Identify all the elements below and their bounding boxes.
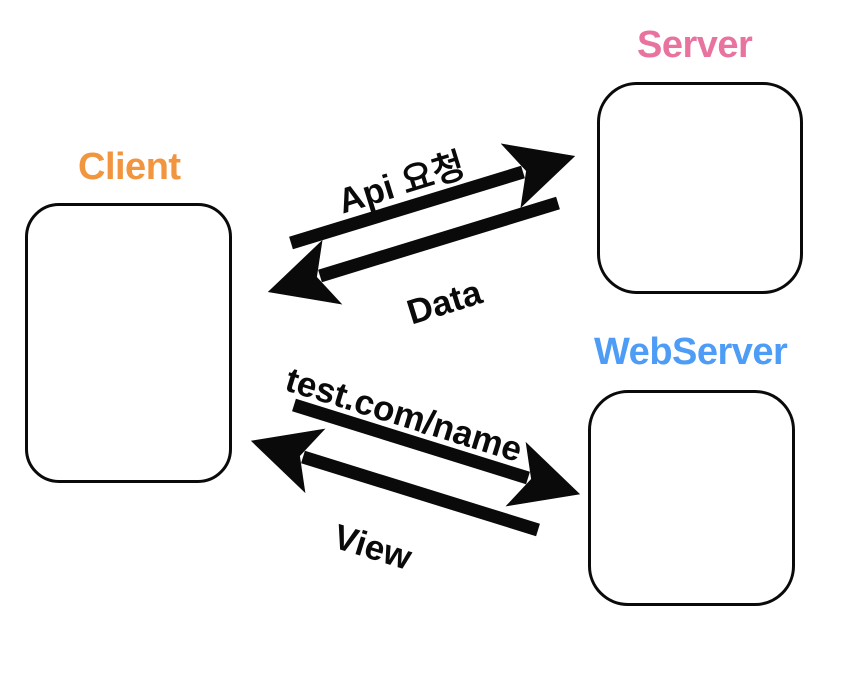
node-label-client: Client [78,146,181,188]
edge-label-view-response: View [329,517,417,578]
node-box-server[interactable] [597,82,803,294]
node-label-server: Server [637,24,753,66]
edge-label-api-request: Api 요청 [333,145,470,222]
edge-label-data-response: Data [402,272,487,333]
node-box-webserver[interactable] [588,390,795,606]
node-box-client[interactable] [25,203,232,483]
arrow-view-response [250,428,540,537]
edge-label-url-request: test.com/name [281,360,527,470]
node-label-webserver: WebServer [594,331,788,373]
